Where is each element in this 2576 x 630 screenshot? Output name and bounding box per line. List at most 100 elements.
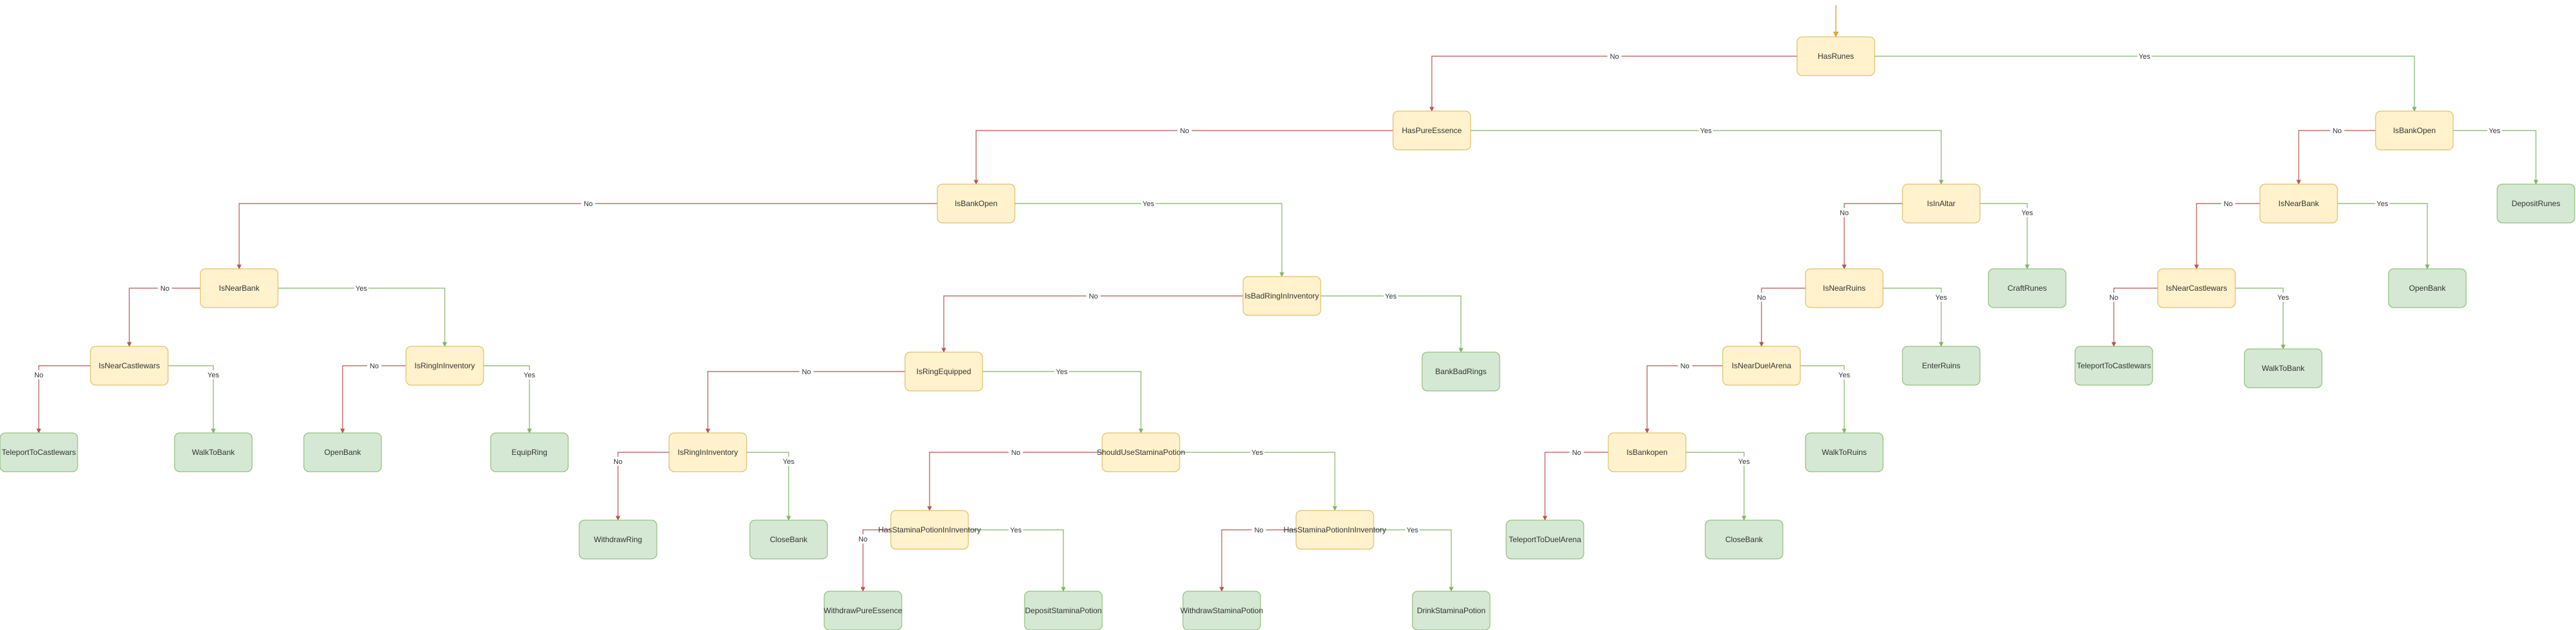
node-label: CloseBank — [1725, 535, 1763, 544]
edge-n14-n17: Yes — [1800, 365, 1851, 434]
action-node-n6[interactable]: DepositRunes — [2496, 184, 2575, 224]
edge-label-bg — [1141, 199, 1156, 208]
edge-line — [484, 365, 532, 434]
edge-label-bg — [1837, 370, 1851, 379]
action-node-n24[interactable]: TeleportToCastlewars — [0, 432, 78, 472]
edge-label-bg — [1699, 126, 1713, 135]
node-label: OpenBank — [325, 448, 362, 457]
node-box — [1988, 268, 2067, 308]
decision-node-n22[interactable]: IsNearCastlewars — [90, 346, 169, 386]
node-label: TeleportToDuelArena — [1509, 535, 1581, 544]
node-box — [668, 432, 747, 472]
action-node-n11[interactable]: OpenBank — [2388, 268, 2467, 308]
edge-label-bg — [2020, 208, 2034, 217]
decision-node-n30[interactable]: IsRingInInventory — [668, 432, 747, 472]
edge-n20-n23: Yes — [278, 284, 447, 347]
decision-node-n21[interactable]: IsBadRingInInventory — [1242, 276, 1321, 316]
edge-label-bg — [1008, 525, 1023, 534]
node-label: HasStaminaPotionInInventory — [878, 525, 981, 534]
edge-label-yes: Yes — [1010, 527, 1022, 534]
decision-node-n31[interactable]: ShouldUseStaminaPotion — [1097, 432, 1186, 472]
decision-node-n8[interactable]: IsNearCastlewars — [2157, 268, 2236, 308]
node-box — [937, 184, 1016, 224]
action-node-n18[interactable]: TeleportToDuelArena — [1506, 520, 1584, 560]
action-node-n26[interactable]: OpenBank — [303, 432, 382, 472]
action-node-n19[interactable]: CloseBank — [1705, 520, 1783, 560]
action-node-n32[interactable]: WithdrawRing — [579, 520, 657, 560]
node-box — [749, 520, 828, 560]
node-label: ShouldUseStaminaPotion — [1097, 448, 1186, 457]
decision-node-n28[interactable]: IsRingEquipped — [904, 352, 983, 392]
edge-label-no: No — [2332, 127, 2341, 135]
edge-label-no: No — [1572, 449, 1581, 457]
edge-label-bg — [799, 367, 814, 376]
node-box — [90, 346, 169, 386]
edge-label-yes: Yes — [524, 372, 535, 379]
edge-line — [2453, 130, 2539, 185]
decision-node-n20[interactable]: IsNearBank — [200, 268, 279, 308]
edge-label-yes: Yes — [2277, 294, 2289, 302]
action-node-n10[interactable]: WalkToBank — [2244, 348, 2323, 388]
node-label: IsNearDuelArena — [1732, 361, 1791, 370]
action-node-n17[interactable]: WalkToRuins — [1805, 432, 1884, 472]
action-node-n13[interactable]: CraftRunes — [1988, 268, 2067, 308]
node-label: IsNearCastlewars — [2166, 284, 2228, 293]
edge-label-no: No — [1180, 127, 1189, 135]
decision-node-n1[interactable]: HasRunes — [1796, 36, 1875, 76]
edge-n2-n3: No — [974, 126, 1393, 185]
decision-node-n4[interactable]: IsInAltar — [1902, 184, 1981, 224]
edge-n4-n13: Yes — [1980, 203, 2034, 269]
action-node-n38[interactable]: WithdrawStaminaPotion — [1180, 591, 1263, 630]
node-label: IsNearBank — [219, 284, 261, 293]
decision-node-n35[interactable]: HasStaminaPotionInInventory — [1284, 510, 1387, 550]
edge-n1-n2: No — [1429, 52, 1797, 112]
action-node-n39[interactable]: DrinkStaminaPotion — [1412, 591, 1491, 630]
action-node-n27[interactable]: EquipRing — [490, 432, 569, 472]
decision-node-n12[interactable]: IsNearRuins — [1805, 268, 1884, 308]
edge-label-bg — [1570, 448, 1584, 457]
node-box — [2074, 346, 2153, 386]
decision-node-n3[interactable]: IsBankOpen — [937, 184, 1016, 224]
decision-node-n2[interactable]: HasPureEssence — [1392, 110, 1471, 151]
action-node-n9[interactable]: TeleportToCastlewars — [2074, 346, 2153, 386]
decision-node-n7[interactable]: IsNearBank — [2259, 184, 2338, 224]
edge-label-bg — [1054, 367, 1069, 376]
decision-node-n23[interactable]: IsRingInInventory — [405, 346, 484, 386]
edge-label-yes: Yes — [1935, 294, 1947, 302]
edge-n5-n7: No — [2296, 126, 2376, 185]
decision-node-n14[interactable]: IsNearDuelArena — [1722, 346, 1801, 386]
action-node-n36[interactable]: WithdrawPureEssence — [824, 591, 902, 630]
edge-line — [927, 452, 1102, 511]
edge-n14-n16: No — [1645, 361, 1723, 434]
edge-label-bg — [158, 284, 172, 293]
edge-label-no: No — [1840, 209, 1849, 217]
node-label: DrinkStaminaPotion — [1417, 606, 1485, 615]
edge-label-bg — [782, 457, 796, 466]
edge-label-bg — [856, 534, 870, 543]
action-node-n29[interactable]: BankBadRings — [1421, 352, 1500, 392]
decision-node-n5[interactable]: IsBankOpen — [2375, 110, 2454, 151]
node-box — [2496, 184, 2575, 224]
edge-label-yes: Yes — [1838, 372, 1850, 379]
decision-node-n16[interactable]: IsBankopen — [1608, 432, 1687, 472]
edge-line — [1980, 203, 2030, 269]
edge-label-bg — [2375, 199, 2390, 208]
node-box — [1102, 432, 1180, 472]
node-box — [490, 432, 569, 472]
action-node-n15[interactable]: EnterRuins — [1902, 346, 1981, 386]
edge-n7-n11: Yes — [2337, 199, 2430, 269]
edge-line — [1471, 130, 1944, 185]
action-node-n25[interactable]: WalkToBank — [174, 432, 253, 472]
edge-label-bg — [1737, 457, 1751, 466]
decision-node-n34[interactable]: HasStaminaPotionInInventory — [878, 510, 981, 550]
edge-label-bg — [206, 370, 220, 379]
node-label: TeleportToCastlewars — [2077, 361, 2151, 370]
node-box — [1902, 346, 1981, 386]
action-node-n33[interactable]: CloseBank — [749, 520, 828, 560]
edge-label-bg — [1754, 293, 1769, 302]
edge-n22-n25: Yes — [168, 365, 220, 434]
edge-line — [36, 365, 90, 434]
action-node-n37[interactable]: DepositStaminaPotion — [1024, 591, 1103, 630]
edge-line — [1219, 529, 1296, 592]
node-label: IsBankOpen — [955, 199, 997, 208]
